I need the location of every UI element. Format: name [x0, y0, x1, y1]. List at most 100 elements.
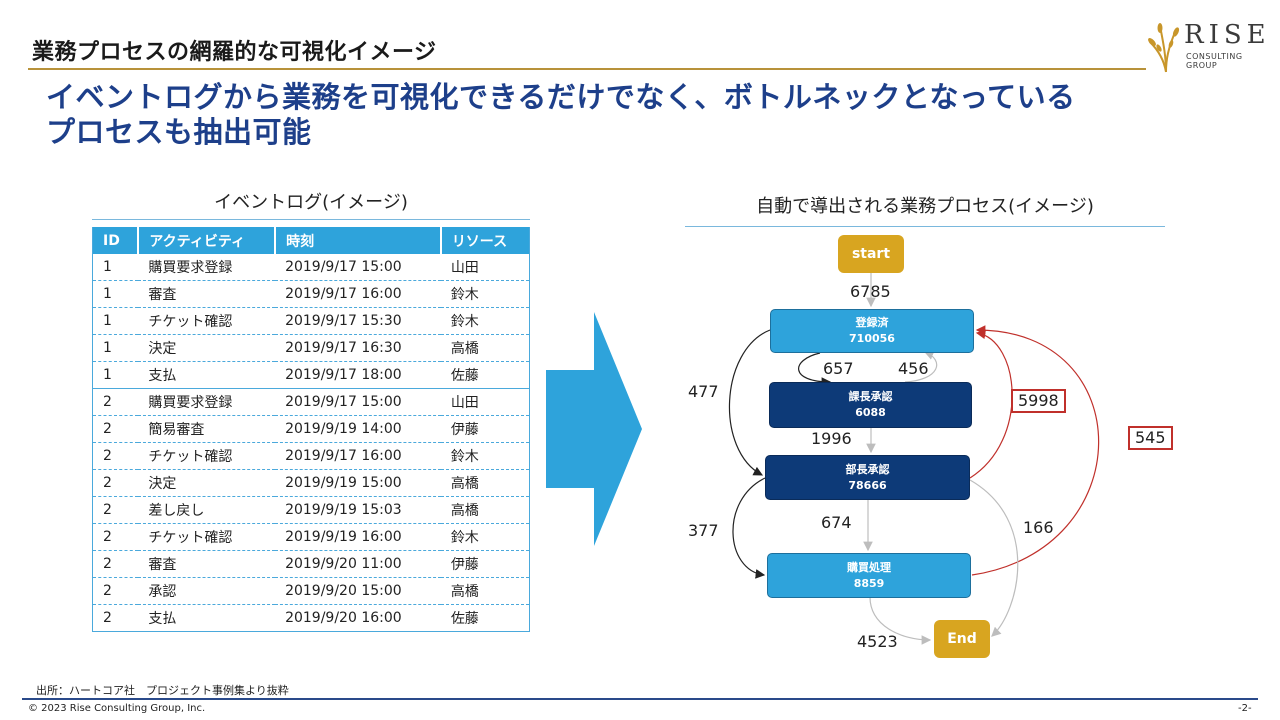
cell-id: 1	[92, 280, 139, 308]
slide-subtitle: イベントログから業務を可視化できるだけでなく、ボトルネックとなっている プロセス…	[46, 80, 1206, 150]
flow-arrow-icon	[546, 312, 642, 546]
node-section-approval-count: 6088	[855, 406, 886, 419]
cell-resource: 鈴木	[440, 307, 530, 335]
subtitle-line-2: プロセスも抽出可能	[46, 115, 312, 149]
cell-id: 2	[92, 388, 139, 416]
cell-time: 2019/9/17 16:00	[275, 442, 441, 470]
cell-time: 2019/9/20 11:00	[275, 550, 441, 578]
cell-resource: 鈴木	[440, 280, 530, 308]
cell-activity: 支払	[138, 604, 276, 632]
cell-time: 2019/9/17 15:00	[275, 254, 441, 281]
cell-time: 2019/9/17 16:00	[275, 280, 441, 308]
bottleneck-label-dept-registered: 5998	[1011, 389, 1066, 413]
cell-resource: 高橋	[440, 496, 530, 524]
cell-activity: 購買要求登録	[138, 388, 276, 416]
cell-activity: 審査	[138, 550, 276, 578]
cell-resource: 山田	[440, 388, 530, 416]
cell-id: 2	[92, 577, 139, 605]
cell-resource: 佐藤	[440, 604, 530, 632]
edge-label-dept-end: 166	[1023, 518, 1054, 537]
header-id: ID	[92, 227, 140, 254]
header-resource: リソース	[440, 227, 530, 254]
logo-subline-1: CONSULTING	[1186, 52, 1243, 61]
node-purchase-count: 8859	[853, 576, 885, 590]
source-note: 出所：ハートコア社 プロジェクト事例集より抜粋	[36, 684, 289, 697]
node-registered-count: 710056	[849, 332, 895, 345]
edge-label-purchase-end: 4523	[857, 632, 898, 651]
edge-purchase-end	[869, 596, 932, 645]
event-log-caption: イベントログ(イメージ)	[214, 192, 408, 213]
cell-id: 2	[92, 496, 139, 524]
subtitle-line-1: イベントログから業務を可視化できるだけでなく、ボトルネックとなっている	[46, 80, 1076, 114]
node-dept-approval: 部長承認 78666	[765, 455, 970, 500]
cell-activity: 決定	[138, 334, 276, 362]
node-section-approval-label: 課長承認	[848, 390, 893, 403]
cell-time: 2019/9/20 15:00	[275, 577, 441, 605]
cell-time: 2019/9/19 16:00	[275, 523, 441, 551]
cell-activity: 購買要求登録	[138, 254, 276, 281]
bottleneck-label-purchase-registered: 545	[1128, 426, 1173, 450]
edge-registered-dept	[728, 329, 771, 476]
process-caption: 自動で導出される業務プロセス(イメージ)	[756, 196, 1094, 217]
edge-label-dept-loop: 377	[688, 521, 719, 540]
cell-resource: 高橋	[440, 334, 530, 362]
edge-registered-section	[798, 352, 832, 387]
cell-time: 2019/9/20 16:00	[275, 604, 441, 632]
cell-activity: 承認	[138, 577, 276, 605]
page-number: -2-	[1238, 703, 1252, 714]
node-section-approval: 課長承認 6088	[769, 382, 972, 428]
cell-id: 1	[92, 361, 139, 389]
cell-activity: 決定	[138, 469, 276, 497]
wheat-icon	[1148, 23, 1180, 73]
edge-label-section-registered: 456	[898, 359, 929, 378]
cell-id: 2	[92, 523, 139, 551]
edge-dept-end	[969, 479, 1019, 637]
event-log-caption-rule	[92, 219, 530, 220]
cell-time: 2019/9/17 18:00	[275, 361, 441, 389]
logo-subline-2: GROUP	[1186, 61, 1218, 70]
cell-id: 2	[92, 604, 139, 632]
logo-wordmark: RISE	[1184, 20, 1271, 50]
cell-resource: 伊藤	[440, 415, 530, 443]
cell-time: 2019/9/17 16:30	[275, 334, 441, 362]
cell-activity: 審査	[138, 280, 276, 308]
cell-activity: 差し戻し	[138, 496, 276, 524]
process-caption-rule	[685, 226, 1165, 227]
cell-id: 1	[92, 254, 139, 281]
footer-divider	[22, 698, 1258, 700]
node-end: End	[934, 620, 990, 658]
edge-dept-registered	[969, 329, 1013, 479]
cell-time: 2019/9/19 14:00	[275, 415, 441, 443]
cell-time: 2019/9/19 15:03	[275, 496, 441, 524]
table-header-row: ID アクティビティ 時刻 リソース	[92, 227, 530, 254]
edge-section-registered	[904, 350, 938, 383]
node-dept-approval-count: 78666	[848, 478, 887, 492]
edge-purchase-registered	[971, 325, 1100, 576]
cell-time: 2019/9/17 15:30	[275, 307, 441, 335]
cell-resource: 伊藤	[440, 550, 530, 578]
title-divider	[28, 68, 1146, 70]
edge-dept-loop	[732, 477, 766, 579]
cell-id: 2	[92, 415, 139, 443]
cell-resource: 高橋	[440, 469, 530, 497]
edge-label-registered-dept: 477	[688, 382, 719, 401]
node-registered: 登録済 710056	[770, 309, 974, 353]
cell-resource: 佐藤	[440, 361, 530, 389]
edge-label-dept-purchase: 674	[821, 513, 852, 532]
node-purchase: 購買処理 8859	[767, 553, 971, 598]
cell-activity: 支払	[138, 361, 276, 389]
cell-activity: チケット確認	[138, 442, 276, 470]
